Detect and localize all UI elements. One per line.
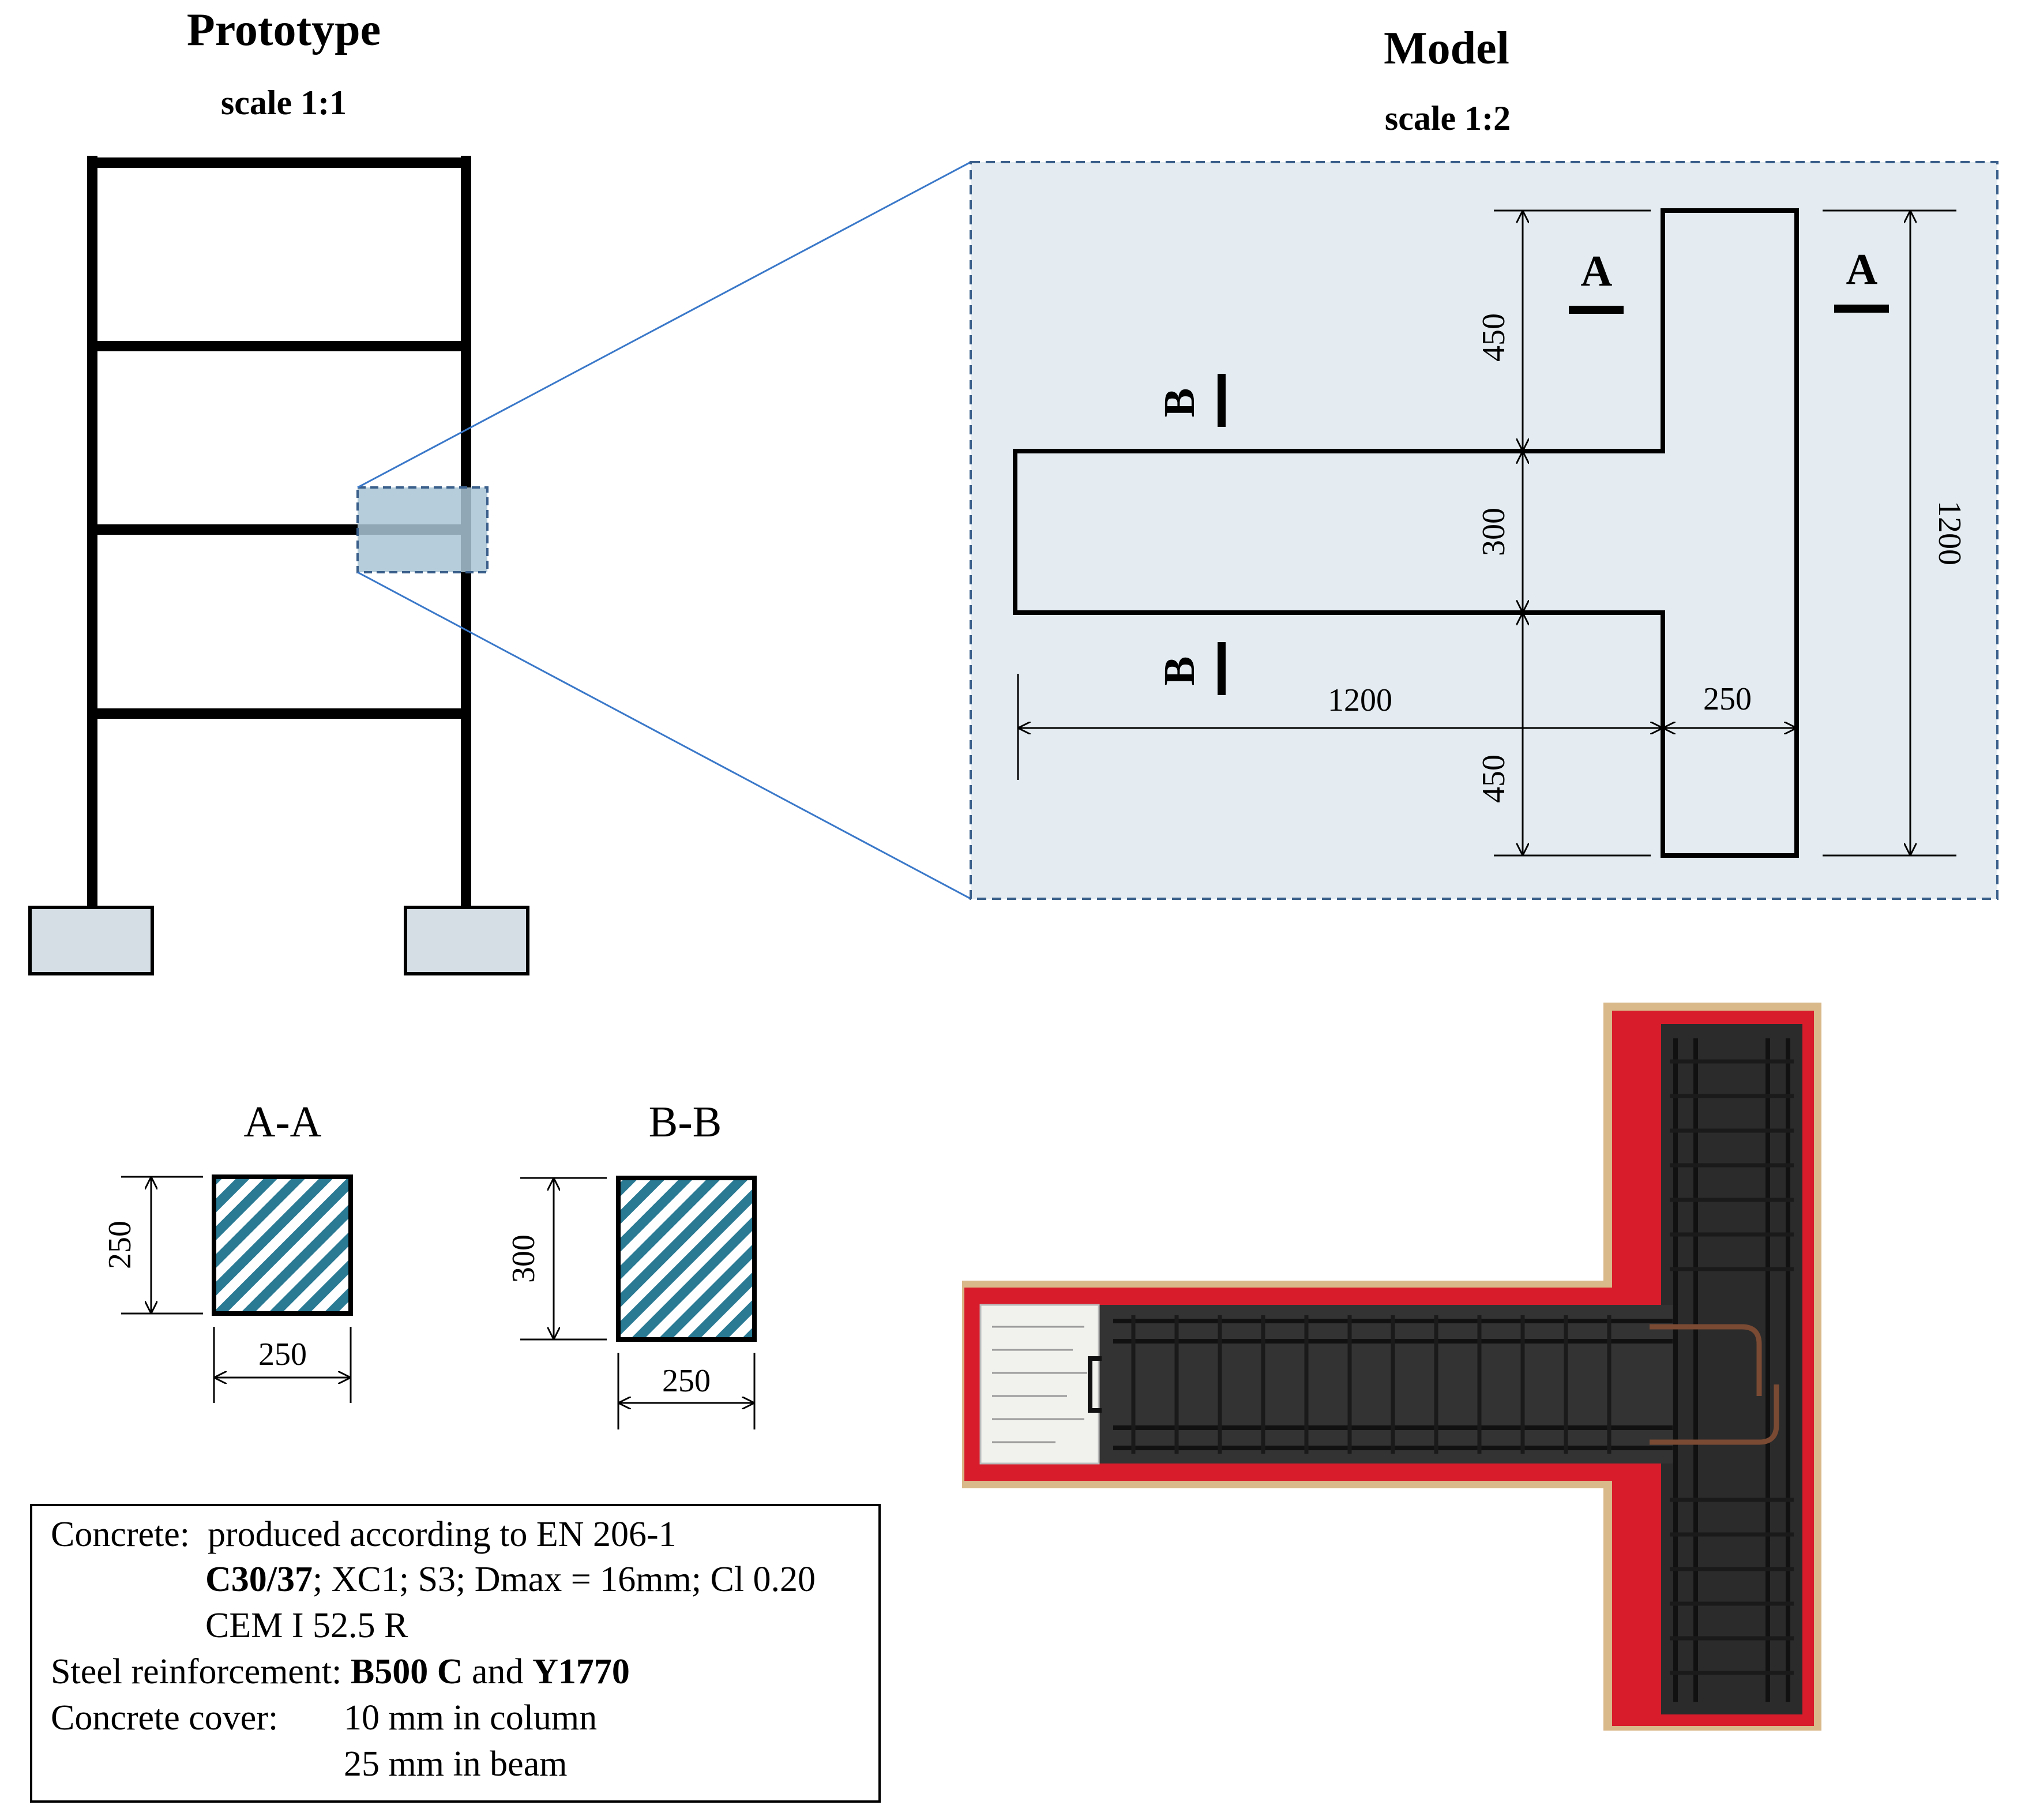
zoom-leader-bottom: [357, 571, 971, 900]
dim-label-beam-depth: 300: [1476, 508, 1512, 556]
prototype-frame: Prototype scale 1:1: [28, 5, 529, 975]
spec-cover-column-line: 10 mm in column: [344, 1700, 597, 1736]
bb-label-width: 250: [662, 1363, 711, 1399]
specimen-photo: [962, 1003, 1821, 1731]
dim-label-column-top: 450: [1476, 313, 1512, 362]
zoom-leader-top: [357, 161, 971, 489]
spec-concrete-class: C30/37: [205, 1560, 313, 1599]
dim-label-column-width: 250: [1703, 681, 1752, 717]
column-longitudinal-bars: [1673, 1038, 1790, 1702]
section-bb: B-B 300 250: [506, 1098, 757, 1429]
spec-cover-beam-line: 25 mm in beam: [344, 1746, 567, 1782]
column-stirrups: [1670, 1059, 1794, 1675]
specifications-box: Concrete: produced according to EN 206-1…: [30, 1504, 881, 1803]
section-bb-hatch: [616, 1176, 757, 1342]
section-aa: A-A 250 250: [102, 1098, 353, 1403]
beam-stirrups: [1131, 1315, 1611, 1454]
model-title: Model: [1384, 23, 1509, 74]
section-mark-b-top: B: [1155, 388, 1204, 418]
section-aa-title: A-A: [243, 1098, 321, 1146]
spec-concrete-props: ; XC1; S3; Dmax = 16mm; Cl 0.20: [313, 1560, 816, 1599]
prototype-title: Prototype: [187, 5, 381, 55]
spec-cover-line: Concrete cover:: [51, 1700, 278, 1736]
instruction-sheet: [979, 1304, 1100, 1465]
spec-class-line: C30/37; XC1; S3; Dmax = 16mm; Cl 0.20: [205, 1562, 816, 1597]
left-footing: [28, 906, 154, 975]
section-bb-title: B-B: [649, 1098, 722, 1146]
spec-steel-line: Steel reinforcement: B500 C and Y1770: [51, 1654, 630, 1690]
spec-concrete-label: Concrete:: [51, 1515, 190, 1554]
spec-steel-b: Y1770: [532, 1652, 630, 1691]
spec-cover-label: Concrete cover:: [51, 1698, 279, 1738]
section-mark-a-right: A: [1846, 245, 1878, 294]
sheet-scribbles: [992, 1326, 1087, 1443]
joint-highlight: [356, 486, 489, 573]
aa-label-width: 250: [258, 1337, 307, 1372]
section-mark-b-bottom: B: [1155, 656, 1204, 686]
spec-cement-line: CEM I 52.5 R: [205, 1608, 408, 1643]
aa-label-height: 250: [102, 1221, 138, 1269]
spec-concrete-line: Concrete: produced according to EN 206-1: [51, 1517, 677, 1552]
anchorage-bars: [1650, 1324, 1779, 1445]
spec-cover-column: 10 mm in column: [344, 1698, 598, 1738]
spec-cement: CEM I 52.5 R: [205, 1606, 408, 1645]
dim-label-beam-length: 1200: [1328, 682, 1392, 718]
spec-steel-and: and: [472, 1652, 524, 1691]
section-mark-a-left: A: [1581, 247, 1613, 295]
prototype-scale: scale 1:1: [221, 84, 347, 122]
dim-label-column-bottom: 450: [1476, 755, 1512, 803]
model-background: [970, 161, 1999, 900]
spec-concrete-text: produced according to EN 206-1: [208, 1515, 677, 1554]
spec-steel-a: B500 C: [350, 1652, 463, 1691]
dim-label-column-total: 1200: [1932, 501, 1967, 565]
model-scale: scale 1:2: [1385, 99, 1511, 137]
bb-label-height: 300: [506, 1234, 542, 1283]
section-aa-hatch: [212, 1174, 353, 1316]
t-joint-outline: [1013, 208, 1799, 858]
lifting-handle: [1088, 1356, 1102, 1413]
spec-cover-beam: 25 mm in beam: [344, 1744, 568, 1784]
model-panel: Model scale 1:2 450 300 450 1200 1200 25…: [970, 23, 1999, 900]
spec-steel-label: Steel reinforcement:: [51, 1652, 342, 1691]
interior-column: [1661, 1024, 1802, 1714]
right-footing: [404, 906, 529, 975]
